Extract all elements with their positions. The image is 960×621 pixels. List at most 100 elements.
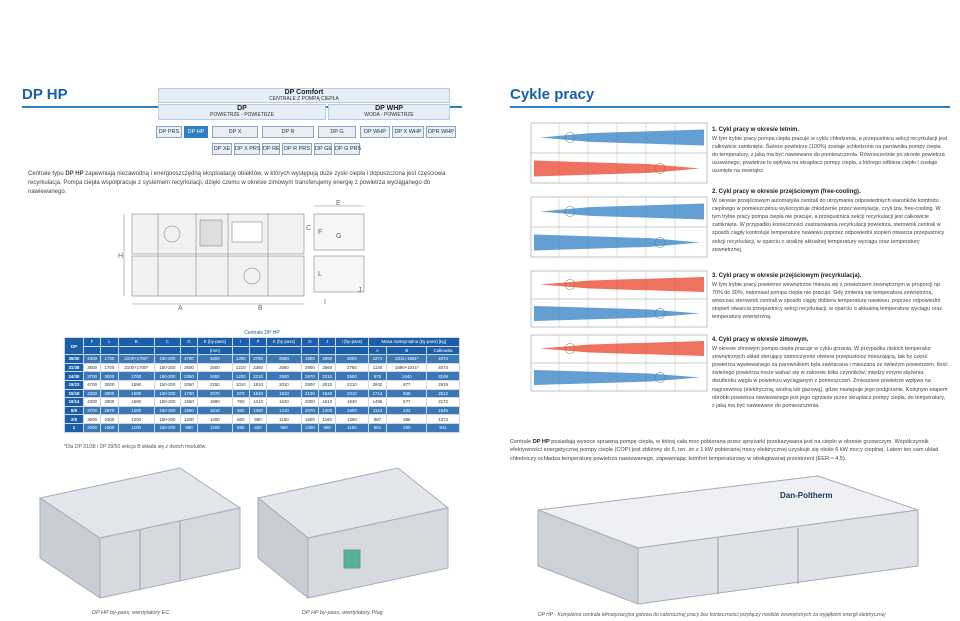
- table-cell: 150-200: [153, 422, 181, 433]
- dim-C: C: [306, 225, 311, 232]
- table-cell: 2560: [318, 362, 337, 373]
- table-cell: 2919: [426, 379, 460, 390]
- model-button-dp-x[interactable]: DP X: [212, 126, 258, 138]
- table-cell: 3000: [335, 354, 369, 364]
- table-cell: 2010: [318, 379, 337, 390]
- dim-L: L: [318, 271, 322, 278]
- model-button-dp-g-prs[interactable]: DP G PRS: [334, 143, 361, 155]
- cycle-body: W tym trybie pracy powietrze wewnętrzne …: [712, 282, 943, 321]
- table-cell: 4700: [179, 354, 199, 364]
- table-note: *Dla DP 31/38 i DP 39/50 sekcja B składa…: [64, 444, 207, 450]
- table-cell: 960: [248, 414, 268, 424]
- page-title-right: Cykle pracy: [510, 86, 595, 103]
- table-cell: 2000: [300, 397, 320, 407]
- table-header-cell: L: [100, 337, 119, 347]
- table-unit-cell: [231, 345, 250, 356]
- table-cell: 1271: [367, 354, 388, 364]
- table-cell: 1840: [335, 397, 369, 407]
- unit-image-plug: [256, 467, 450, 600]
- table-cell: 1900: [300, 354, 320, 364]
- table-cell: 2500: [335, 371, 369, 381]
- table-cell: 1160: [318, 414, 337, 424]
- model-button-dp-prs[interactable]: DP PRS: [156, 126, 182, 138]
- table-cell: 1810: [248, 379, 268, 390]
- table-row-size: 19/23: [64, 379, 84, 390]
- model-button-dp-whp[interactable]: DP WHP: [360, 126, 390, 138]
- table-cell: 2400: [197, 371, 233, 381]
- table-unit-cell: B: [386, 345, 428, 356]
- table-cell: 2050: [179, 379, 199, 390]
- intro-paragraph: Centrale typu DP HP zapewniają niezawodn…: [28, 171, 446, 195]
- table-cell: 3169: [426, 371, 460, 381]
- table-cell: 3200: [82, 422, 102, 433]
- cycle-diagram-1: [530, 122, 708, 184]
- table-cell: 1650: [179, 397, 199, 407]
- table-cell: 1410: [266, 405, 302, 416]
- table-unit-cell: [179, 345, 199, 356]
- model-button-dp-re[interactable]: DP RE: [262, 143, 280, 155]
- table-cell: 1890+1041*: [386, 362, 428, 373]
- dim-H: H: [118, 253, 123, 260]
- table-cell: 1550: [179, 405, 199, 416]
- table-cell: 2100+1700*: [117, 354, 155, 364]
- model-button-dpr-whp[interactable]: DPR WHP: [426, 126, 456, 138]
- model-button-dp-g[interactable]: DP G: [318, 126, 356, 138]
- table-cell: 1880: [197, 397, 233, 407]
- table-cell: 4200: [82, 388, 102, 399]
- cycle-text-3: 3. Cykl pracy w okresie przejściowym (re…: [712, 272, 948, 322]
- cycle-body: W tym trybie pracy pompa ciepła pracuje …: [712, 136, 948, 175]
- page-title-left: DP HP: [22, 86, 68, 103]
- model-button-dp-hp[interactable]: DP HP: [184, 126, 208, 138]
- table-cell: 760: [231, 397, 250, 407]
- table-cell: 941: [426, 422, 460, 433]
- table-unit-cell: [82, 345, 102, 356]
- dim-A: A: [178, 305, 183, 312]
- table-cell: 1160: [266, 414, 302, 424]
- unit-image-main: Dan-Poltherm: [537, 475, 919, 605]
- model-button-dp-xe[interactable]: DP XE: [212, 143, 232, 155]
- table-cell: 2500: [266, 371, 302, 381]
- table-cell: 1610: [318, 397, 337, 407]
- table-cell: 4700: [82, 379, 102, 390]
- table-cell: 2860: [318, 354, 337, 364]
- table-header-cell: C: [153, 337, 181, 347]
- model-button-dp-r-prs[interactable]: DP R PRS: [282, 143, 312, 155]
- table-cell: 3700: [82, 371, 102, 381]
- table-cell: 3700: [82, 405, 102, 416]
- model-button-dp-r[interactable]: DP R: [262, 126, 314, 138]
- table-header-cell: P: [248, 337, 268, 347]
- table-header-cell: O: [300, 337, 320, 347]
- cycle-body: W okresie przejściowym automatyka centra…: [712, 198, 945, 253]
- caption-plug: DP HP by-pass, wentylatory Plug: [302, 610, 383, 616]
- caption-main: DP HP - Kompletna centrala klimatyzacyjn…: [538, 612, 886, 618]
- table-cell: 2070: [300, 405, 320, 416]
- model-button-dp-ge[interactable]: DP GE: [314, 143, 332, 155]
- brand-logo: Dan-Poltherm: [780, 491, 832, 500]
- model-button-dp-x-prs[interactable]: DP X PRS: [234, 143, 261, 155]
- table-cell: 1200: [197, 422, 233, 433]
- table-cell: 150-200: [153, 414, 181, 424]
- cycle-text-4: 4. Cykl pracy w okresie zimowym.W okresi…: [712, 336, 948, 410]
- table-cell: 150-200: [153, 371, 181, 381]
- model-button-dp-x-whp[interactable]: DP X WHP: [392, 126, 424, 138]
- table-cell: 677: [386, 397, 428, 407]
- table-cell: 1113: [367, 405, 388, 416]
- table-cell: 3600: [82, 414, 102, 424]
- table-cell: 2100+1700*: [117, 362, 155, 373]
- table-cell: 1200: [179, 414, 199, 424]
- table-cell: 1400: [318, 405, 337, 416]
- table-cell: 2900: [300, 362, 320, 373]
- table-cell: 1640: [318, 388, 337, 399]
- table-header-cell: Masa maksymalna (by-pass) [kg]: [367, 337, 461, 347]
- table-row-size: 1: [64, 422, 84, 433]
- table-cell: 150-200: [153, 354, 181, 364]
- table-cell: 1495: [367, 397, 388, 407]
- dim-B: B: [258, 305, 263, 312]
- table-cell: 960: [266, 422, 302, 433]
- table-unit-cell: [335, 345, 369, 356]
- table-unit-cell: [300, 345, 320, 356]
- table-unit-cell: [100, 345, 119, 356]
- table-cell: 1210: [231, 362, 250, 373]
